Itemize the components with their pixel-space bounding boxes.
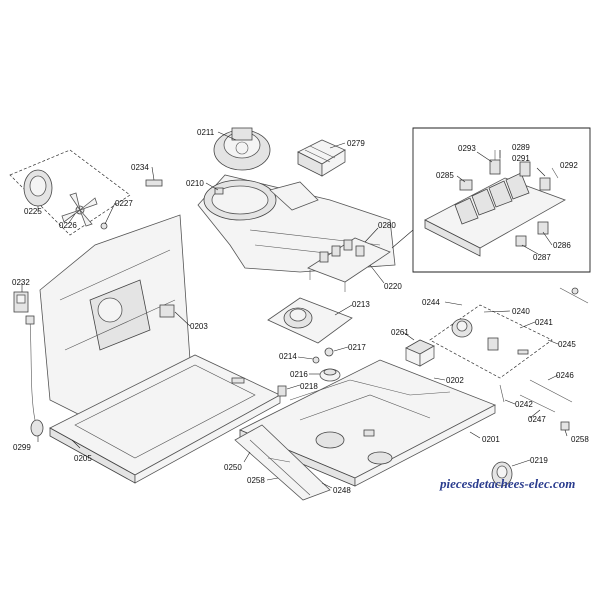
label-0216: 0216 [290,370,308,379]
bottom-tray [49,354,281,484]
label-0247: 0247 [528,415,546,424]
side-frame [39,214,191,421]
fan-blade [61,192,98,227]
label-0234: 0234 [131,163,149,172]
leader-lines [21,131,568,489]
label-0211: 0211 [197,128,215,137]
part-labels: 0211 0279 0234 0210 0227 0225 0226 0280 … [12,128,589,495]
label-0246: 0246 [556,371,574,380]
label-0289: 0289 [512,143,530,152]
switch-assembly [429,304,553,379]
label-0219: 0219 [530,456,548,465]
small-parts [277,347,341,397]
label-0293: 0293 [458,144,476,153]
cable-0299 [25,315,44,437]
label-0203: 0203 [190,322,208,331]
label-0258-left: 0258 [247,476,265,485]
label-0226: 0226 [59,221,77,230]
label-0218: 0218 [300,382,318,391]
label-0292: 0292 [560,161,578,170]
label-0205: 0205 [74,454,92,463]
label-0279: 0279 [347,139,365,148]
motor-0213 [267,297,353,344]
label-0250: 0250 [224,463,242,472]
watermark-text: piecesdetachees-elec.com [439,476,575,491]
label-0213: 0213 [352,300,370,309]
detail-box [391,127,591,273]
base-plate [239,359,496,487]
label-0286: 0286 [553,241,571,250]
thermostat-0219 [491,461,513,487]
label-0258-right: 0258 [571,435,589,444]
label-0285: 0285 [436,171,454,180]
door-lock-0232 [13,291,29,313]
front-strip [234,424,331,501]
label-0240: 0240 [512,307,530,316]
sensor-probe [559,287,589,304]
label-0225: 0225 [24,207,42,216]
label-0217: 0217 [348,343,366,352]
label-0201: 0201 [482,435,500,444]
relay-0261 [405,339,435,367]
control-module-0279 [297,139,346,177]
relay-board-0280 [307,237,391,292]
label-0214: 0214 [279,352,297,361]
door-motor-detail [9,149,131,236]
label-0242: 0242 [515,400,533,409]
label-0232: 0232 [12,278,30,287]
label-0241: 0241 [535,318,553,327]
label-0248: 0248 [333,486,351,495]
label-0287: 0287 [533,253,551,262]
label-0280: 0280 [378,221,396,230]
label-0261: 0261 [391,328,409,337]
label-0210: 0210 [186,179,204,188]
label-0202: 0202 [446,376,464,385]
label-0220: 0220 [384,282,402,291]
fan-motor [213,127,271,171]
label-0244: 0244 [422,298,440,307]
fuse-0234 [145,179,163,187]
label-0299: 0299 [13,443,31,452]
label-0291: 0291 [512,154,530,163]
label-0227: 0227 [115,199,133,208]
label-0245: 0245 [558,340,576,349]
